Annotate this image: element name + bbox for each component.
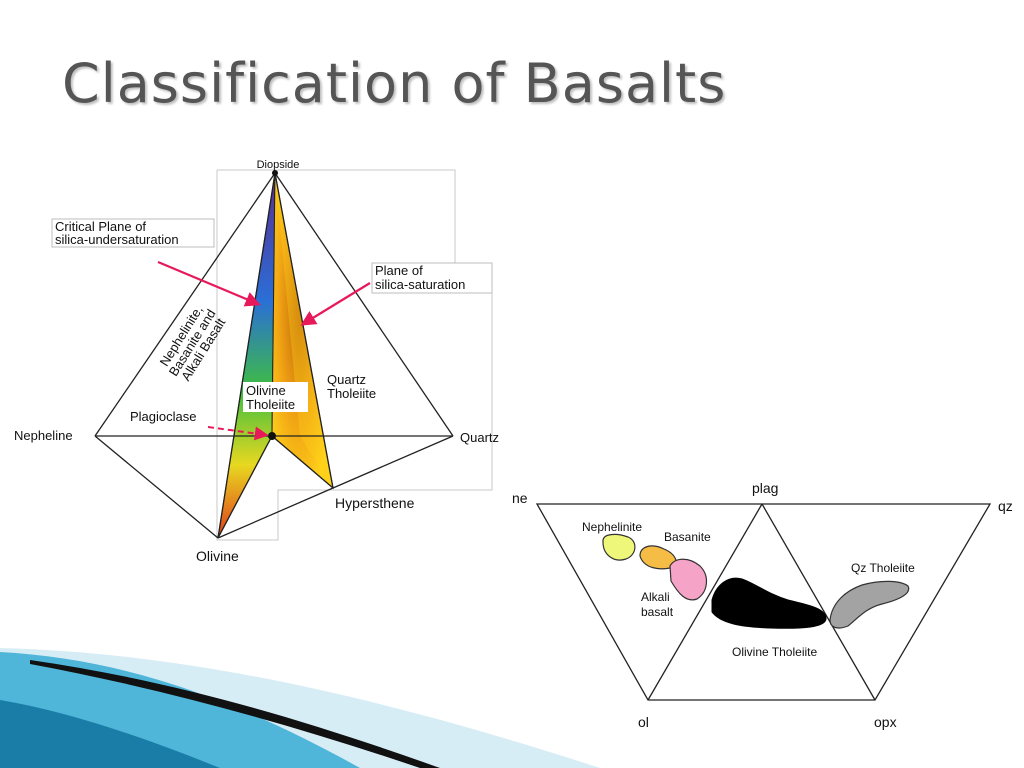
corner-label-opx: opx	[874, 714, 897, 730]
corner-label-ne: ne	[512, 490, 528, 506]
corner-label-qz: qz	[998, 498, 1013, 514]
callout-plagioclase: Plagioclase	[130, 409, 197, 424]
olivine-tholeiite-line1: Olivine	[246, 383, 286, 398]
label-quartz: Quartz	[460, 430, 499, 445]
corner-label-ol: ol	[638, 714, 649, 730]
decorative-swoosh	[0, 648, 600, 768]
olivine-tholeiite-line2: Tholeiite	[246, 397, 295, 412]
label-nepheline: Nepheline	[14, 428, 73, 443]
swoosh-dark-blue	[0, 700, 220, 768]
slide-title: Classification of Basalts	[62, 52, 727, 115]
field-olivine-tholeiite	[711, 577, 827, 629]
callout-critical-plane-line2: silica-undersaturation	[55, 232, 179, 247]
label-hypersthene: Hypersthene	[335, 495, 415, 511]
figure-frame	[216, 169, 493, 541]
callout-critical-plane-line1: Critical Plane of	[55, 219, 146, 234]
arrow-critical-plane	[157, 260, 261, 307]
label-olivine-tholeiite: Olivine Tholeiite	[732, 645, 817, 659]
quartz-tholeiite-line1: Quartz	[327, 372, 366, 387]
callout-saturation-plane-line2: silica-saturation	[375, 277, 465, 292]
quartz-tholeiite-line2: Tholeiite	[327, 386, 376, 401]
alkali-field-label: Nephelinite, Basanite and Alkali Basalt	[157, 303, 229, 384]
field-qz-tholeiite	[829, 580, 910, 629]
callout-critical-plane-box	[51, 218, 215, 248]
label-olivine: Olivine	[196, 548, 239, 564]
olivine-tholeiite-label-box	[243, 382, 308, 412]
diopside-point	[272, 170, 278, 176]
field-basanite	[639, 545, 677, 570]
label-basanite: Basanite	[664, 530, 711, 544]
callout-saturation-plane-line1: Plane of	[375, 263, 423, 278]
field-alkali-basalt	[669, 558, 707, 601]
swoosh-black-stripe	[30, 660, 440, 768]
corner-label-plag: plag	[752, 480, 778, 496]
tetrahedron-edges	[94, 172, 454, 539]
label-diopside: Diopside	[257, 159, 300, 171]
plagioclase-point	[268, 432, 276, 440]
label-qz-tholeiite: Qz Tholeiite	[851, 561, 915, 575]
callout-saturation-plane-box	[371, 262, 493, 294]
label-alkali-basalt-line2: basalt	[641, 605, 674, 619]
arrow-saturation-plane	[300, 282, 371, 326]
projection-diagram: ne plag qz ol opx Nephelinite Basanite A…	[512, 480, 1013, 730]
label-alkali-basalt-line1: Alkali	[641, 590, 670, 604]
projection-outline	[535, 503, 992, 701]
field-nephelinite	[602, 533, 636, 561]
label-nephelinite: Nephelinite	[582, 520, 642, 534]
tetrahedron-diagram: Diopside Nepheline Quartz Olivine Hypers…	[14, 159, 499, 564]
